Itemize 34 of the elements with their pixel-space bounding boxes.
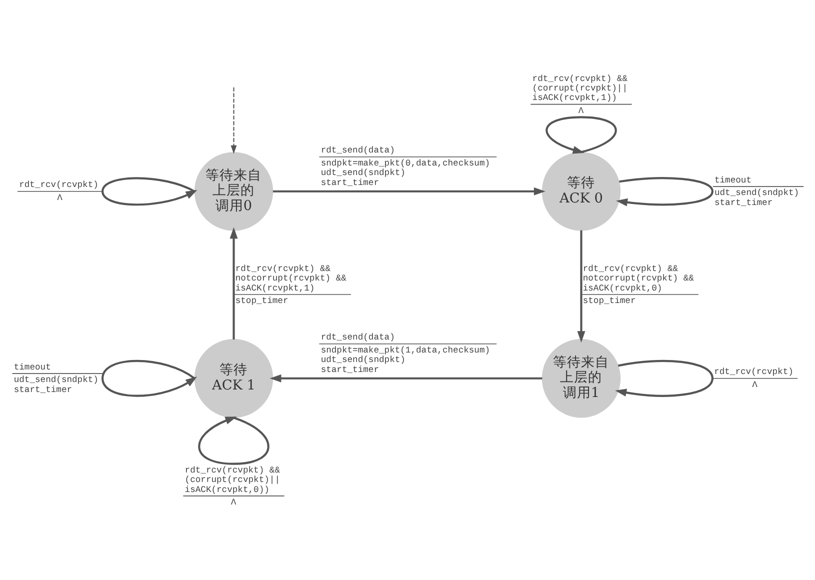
- edge-label: stop_timer: [582, 296, 636, 306]
- arrow: [615, 359, 714, 396]
- node-circle: 等待来自上层的调用0: [194, 152, 274, 230]
- edge-label: udt_send(sndpkt) start_timer: [714, 188, 800, 208]
- arrow: [102, 176, 198, 206]
- arrow: [270, 374, 542, 382]
- arrow: [230, 226, 238, 339]
- edge-label: sndpkt=make_pkt(1,data,checksum) udt_send(sndpkt) start_timer: [320, 345, 490, 374]
- arrow: [272, 186, 546, 195]
- edge-label: Λ: [752, 380, 758, 390]
- edge-label: rdt_rcv(rcvpkt) && notcorrupt(rcvpkt) && isACK(rcvpkt,0): [582, 264, 694, 293]
- edge-label: Λ: [578, 105, 584, 116]
- edge-label: Λ: [57, 192, 62, 203]
- edge-label: sndpkt=make_pkt(0,data,checksum) udt_send(sndpkt) start_timer: [320, 158, 490, 188]
- edge-label: timeout: [714, 174, 752, 185]
- edge-label: rdt_send(data): [320, 145, 395, 156]
- edge-label: stop_timer: [235, 296, 288, 306]
- edge-label: rdt_rcv(rcvpkt) && (corrupt(rcvpkt)|| isACK(rcvpkt,1)): [532, 73, 628, 103]
- edge-label: udt_send(sndpkt) start_timer: [14, 374, 98, 394]
- edge-label: rdt_rcv(rcvpkt): [714, 366, 794, 377]
- arrow: [546, 116, 617, 154]
- arrow: [577, 230, 586, 342]
- edge-label: rdt_send(data): [320, 332, 395, 342]
- edge-label: timeout: [14, 362, 51, 372]
- edge-label: rdt_rcv(rcvpkt) && notcorrupt(rcvpkt) && isACK(rcvpkt,1): [235, 264, 346, 293]
- arrow: [198, 416, 270, 464]
- node-circle: 等待ACK 0: [542, 152, 621, 230]
- edge-label: rdt_rcv(rcvpkt): [19, 180, 98, 190]
- node-circle: 等待ACK 1: [194, 338, 274, 418]
- edge-label: Λ: [230, 497, 236, 508]
- arrow: [616, 176, 714, 206]
- node-circle: 等待来自上层的调用1: [542, 338, 621, 418]
- edge-label: rdt_rcv(rcvpkt) && (corrupt(rcvpkt)|| isACK(rcvpkt,0)): [184, 465, 280, 494]
- arrow: [102, 359, 198, 396]
